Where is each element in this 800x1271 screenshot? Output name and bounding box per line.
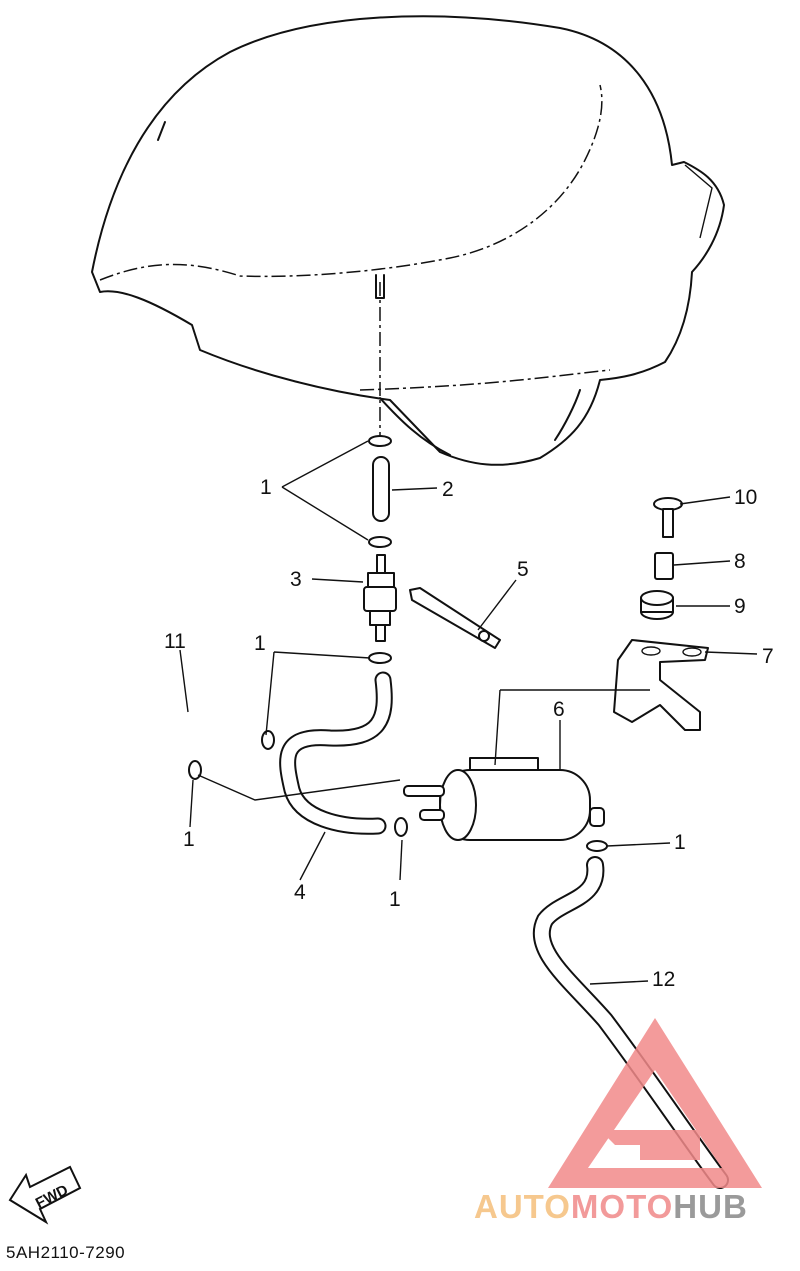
hose-2 [372,456,390,522]
callout-label: 8 [734,550,746,573]
fwd-arrow-icon: FWD [8,1165,82,1225]
bracket-7 [613,639,709,731]
canister-6 [403,757,605,841]
fuel-tank [91,15,725,466]
watermark-moto: MOTO [570,1188,674,1225]
watermark-text: AUTOMOTOHUB [474,1188,748,1226]
callout-label: 11 [164,630,186,653]
fuel-filter [363,554,397,642]
grommet-9 [640,590,674,620]
watermark-auto: AUTO [474,1188,571,1225]
bolt-10 [653,497,683,538]
callout-label: 3 [290,568,302,591]
leader-lines [179,440,758,985]
callout-label: 1 [254,632,266,655]
hose-clip [368,536,392,548]
collar-8 [654,552,674,580]
band-5 [409,587,501,649]
reference-code: 5AH2110-7290 [6,1243,126,1262]
callout-label: 1 [674,831,686,854]
callout-label: 10 [734,486,757,509]
callout-label: 4 [294,881,306,904]
callout-labels: 1 2 3 5 10 8 9 7 11 6 1 1 1 4 1 12 [164,476,774,991]
callout-label: 7 [762,645,774,668]
callout-label: 6 [553,698,565,721]
hose-clip [394,817,408,837]
callout-label: 1 [389,888,401,911]
callout-label: 5 [517,558,529,581]
callout-label: 1 [183,828,195,851]
hose-clip [368,435,392,447]
hose-clip [368,652,392,664]
hose-clip [188,760,202,780]
callout-label: 2 [442,478,454,501]
callout-label: 12 [652,968,675,991]
callout-label: 9 [734,595,746,618]
watermark-hub: HUB [673,1188,748,1225]
watermark-logo [548,1018,762,1188]
hose-clip [261,730,275,750]
hose-clip [586,840,608,852]
callout-label: 1 [260,476,272,499]
